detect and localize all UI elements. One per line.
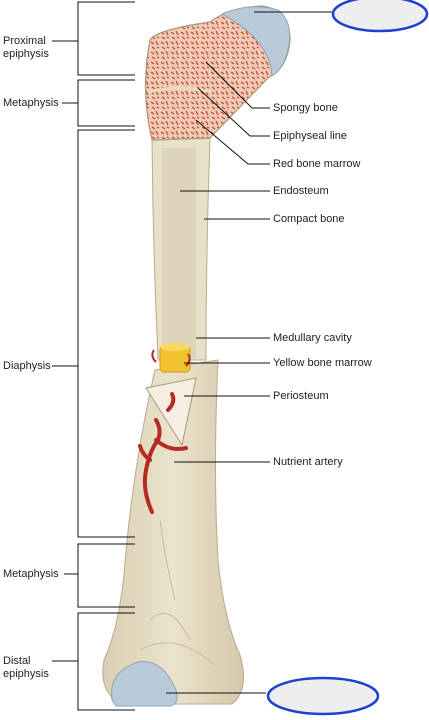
proximal-epiphysis-line1: Proximal <box>3 35 46 47</box>
red-bone-marrow-label: Red bone marrow <box>273 158 361 170</box>
distal-epiphysis-line1: Distal <box>3 655 31 667</box>
answer-oval-top <box>331 0 429 33</box>
yellow-bone-marrow-label: Yellow bone marrow <box>273 357 372 369</box>
shaft-texture <box>139 519 216 666</box>
epiphyseal-line-label: Epiphyseal line <box>273 130 347 142</box>
proximal-articular-cartilage <box>220 6 291 77</box>
proximal-epiphysis-line2: epiphysis <box>3 48 49 60</box>
epiphyseal-line <box>147 86 213 94</box>
nutrient-artery <box>138 392 188 514</box>
nutrient-artery-label: Nutrient artery <box>273 456 343 468</box>
medullary-cavity-label: Medullary cavity <box>273 332 352 344</box>
periosteum-flap <box>145 377 197 447</box>
distal-articular-cartilage <box>111 661 178 707</box>
metaphysis-bottom-label: Metaphysis <box>3 568 59 580</box>
distal-epiphysis-line2: epiphysis <box>3 668 49 680</box>
proximal-epiphysis-label: Proximal epiphysis <box>3 35 49 61</box>
lower-shaft <box>102 359 245 705</box>
diaphysis-label: Diaphysis <box>3 360 51 372</box>
spongy-bone-label: Spongy bone <box>273 102 338 114</box>
periosteum-label: Periosteum <box>273 390 329 402</box>
medullary-cavity <box>162 148 196 358</box>
compact-bone-label: Compact bone <box>273 213 345 225</box>
left-brackets <box>52 1 135 711</box>
right-leader-lines <box>166 11 332 694</box>
metaphysis-top-label: Metaphysis <box>3 97 59 109</box>
distal-epiphysis-label: Distal epiphysis <box>3 655 49 681</box>
endosteum-label: Endosteum <box>273 185 329 197</box>
answer-oval-bottom <box>266 676 380 716</box>
